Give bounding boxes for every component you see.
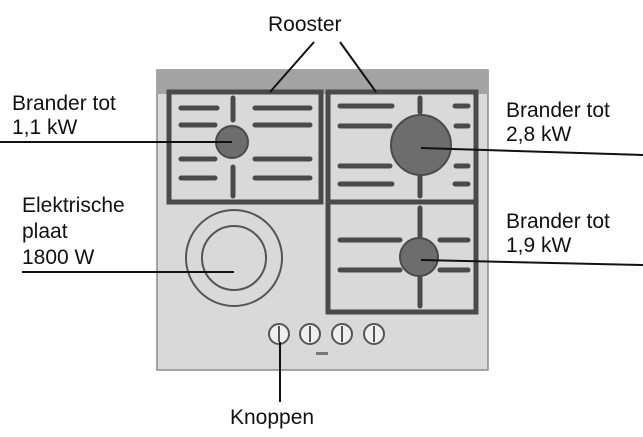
leader-burner-medium xyxy=(420,259,643,266)
label-plate-line2: plaat xyxy=(22,220,68,243)
label-rooster: Rooster xyxy=(268,13,342,36)
leader-burner-large xyxy=(420,147,643,156)
label-knobs: Knoppen xyxy=(230,406,314,429)
brand-mark xyxy=(316,352,328,355)
label-burner-small-line1: Brander tot xyxy=(12,92,116,115)
rotary-knob-icon xyxy=(363,323,385,345)
label-plate-line3: 1800 W xyxy=(22,246,95,269)
label-plate-line1: Elektrische xyxy=(22,194,125,217)
rotary-knob-icon xyxy=(268,323,290,345)
burner-large xyxy=(390,114,452,176)
rotary-knob-icon xyxy=(331,323,353,345)
label-burner-large-line2: 2,8 kW xyxy=(506,123,572,146)
label-burner-medium-line2: 1,9 kW xyxy=(506,234,572,257)
knobs xyxy=(268,323,385,355)
burner-medium xyxy=(399,237,439,277)
leader-lines xyxy=(0,41,643,402)
leader-rooster-left xyxy=(269,41,315,93)
grate-left xyxy=(166,89,324,205)
grate-right xyxy=(325,89,479,315)
electric-plate xyxy=(185,209,283,307)
leader-rooster-right xyxy=(339,41,377,93)
label-burner-small-line2: 1,1 kW xyxy=(12,116,78,139)
label-burner-large-line1: Brander tot xyxy=(506,99,610,122)
label-burner-medium-line1: Brander tot xyxy=(506,210,610,233)
rotary-knob-icon xyxy=(299,323,321,345)
